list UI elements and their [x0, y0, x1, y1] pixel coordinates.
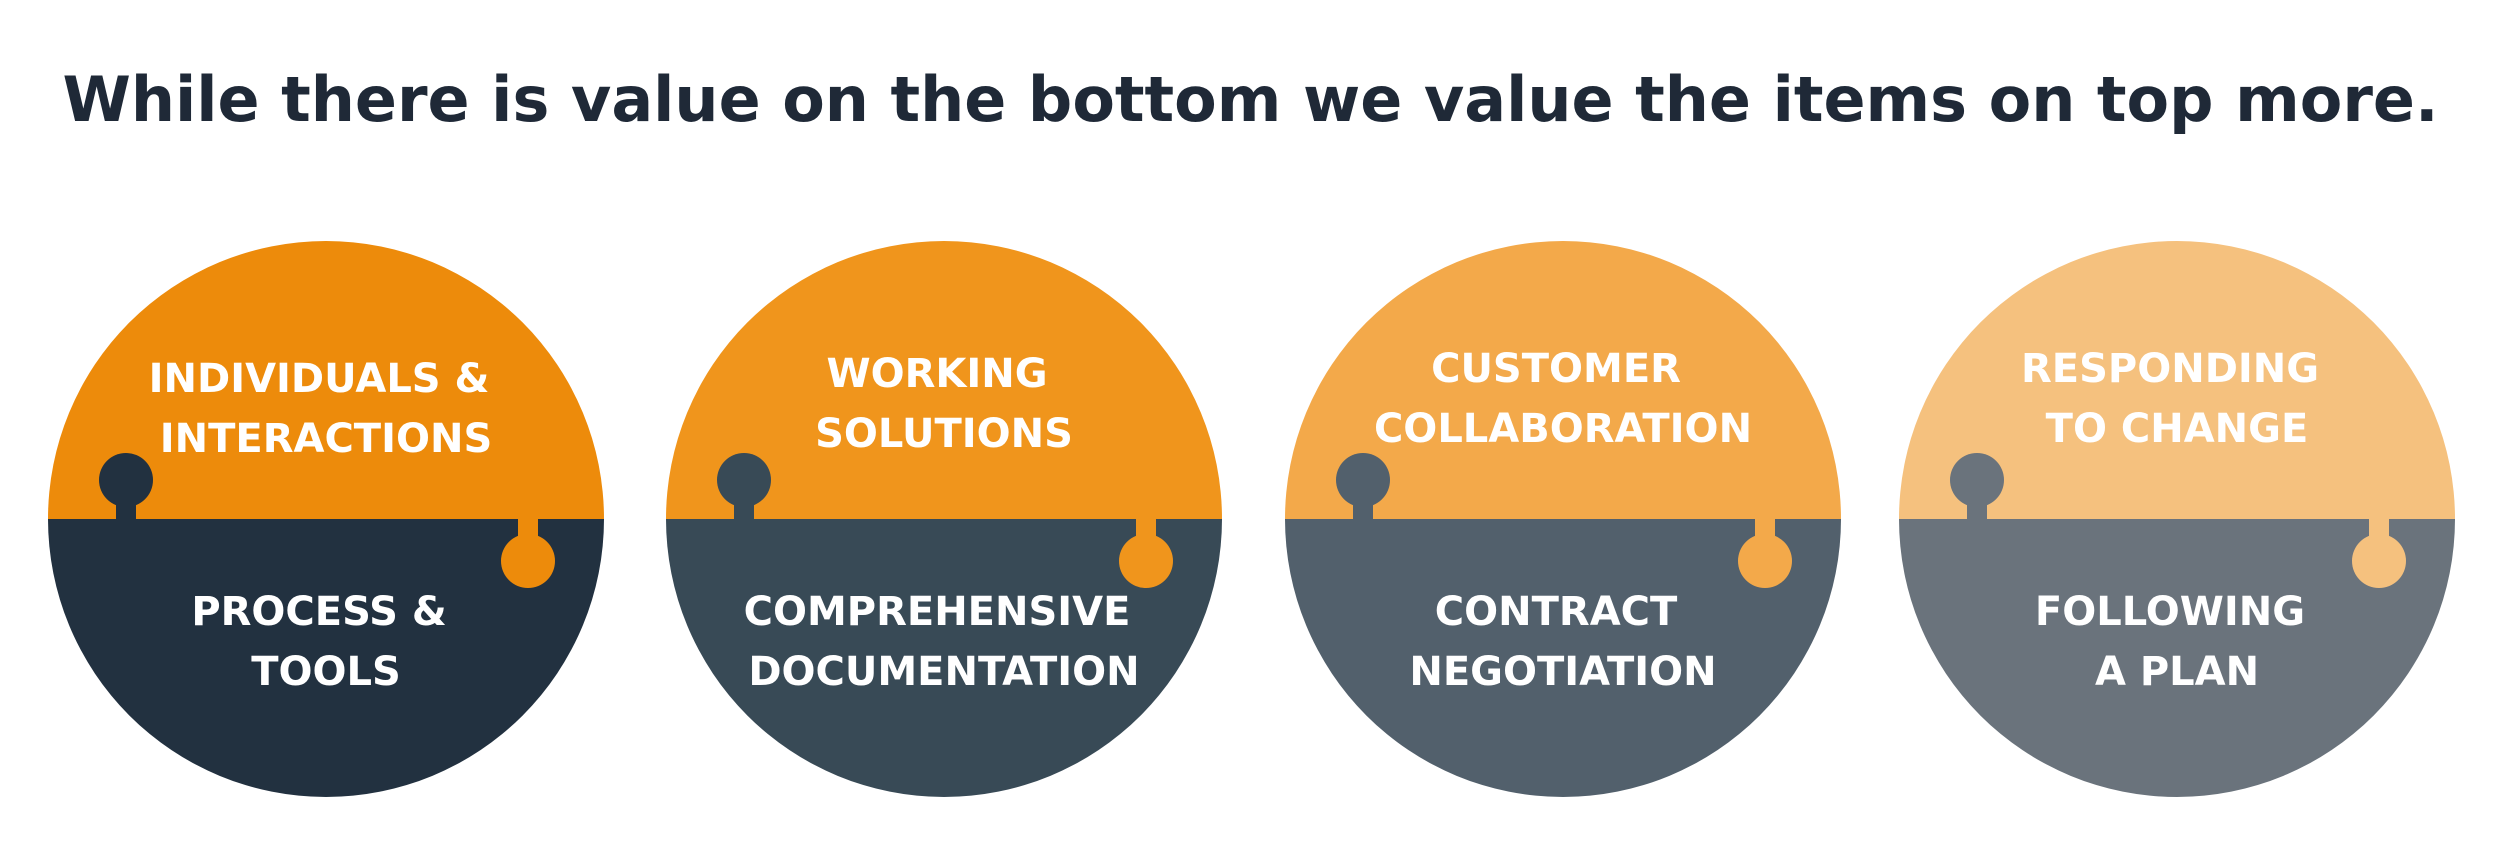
puzzle-tab-down	[1336, 453, 1390, 520]
puzzle-tab-down	[717, 453, 771, 520]
page-title: While there is value on the bottom we va…	[62, 63, 2439, 136]
preferred-label-line: TO CHANGE	[2046, 406, 2309, 452]
preferred-label-line: CUSTOMER	[1431, 346, 1681, 392]
puzzle-tab-up	[1738, 518, 1792, 588]
value-circle: INDIVIDUALS & INTERACTIONS PROCESS & TOO…	[48, 241, 604, 797]
less-preferred-label: FOLLOWING A PLAN	[2035, 589, 2319, 695]
less-preferred-label-line: CONTRACT	[1435, 589, 1678, 635]
puzzle-tab-down	[1950, 453, 2004, 520]
less-preferred-label-line: PROCESS &	[191, 589, 446, 635]
preferred-label-line: RESPONDING	[2021, 346, 2319, 392]
less-preferred-label-line: DOCUMENTATION	[748, 649, 1139, 695]
puzzle-tab-up	[501, 518, 555, 588]
less-preferred-label-line: TOOLS	[251, 649, 401, 695]
preferred-label: WORKING SOLUTIONS	[815, 351, 1073, 457]
puzzle-tab-up	[2352, 518, 2406, 588]
less-preferred-label-line: NEGOTIATION	[1409, 649, 1716, 695]
less-preferred-label-line: FOLLOWING	[2035, 589, 2305, 635]
preferred-label-line: SOLUTIONS	[815, 411, 1073, 457]
value-circle: WORKING SOLUTIONS COMPREHENSIVE DOCUMENT…	[666, 241, 1222, 797]
puzzle-tab-down	[99, 453, 153, 520]
preferred-label: INDIVIDUALS & INTERACTIONS	[149, 356, 504, 462]
value-circle: RESPONDING TO CHANGE FOLLOWING A PLAN	[1899, 241, 2455, 797]
less-preferred-label: PROCESS & TOOLS	[191, 589, 460, 695]
puzzle-tab-up	[1119, 518, 1173, 588]
preferred-label-line: COLLABORATION	[1374, 406, 1752, 452]
preferred-label-line: WORKING	[826, 351, 1047, 397]
preferred-label: CUSTOMER COLLABORATION	[1374, 346, 1752, 452]
less-preferred-label-line: A PLAN	[2095, 649, 2259, 695]
preferred-label: RESPONDING TO CHANGE	[2021, 346, 2333, 452]
less-preferred-label: CONTRACT NEGOTIATION	[1409, 589, 1716, 695]
value-circle: CUSTOMER COLLABORATION CONTRACT NEGOTIAT…	[1285, 241, 1841, 797]
preferred-label-line: INTERACTIONS	[160, 416, 493, 462]
less-preferred-label: COMPREHENSIVE DOCUMENTATION	[744, 589, 1145, 695]
preferred-label-line: INDIVIDUALS &	[149, 356, 490, 402]
less-preferred-label-line: COMPREHENSIVE	[744, 589, 1131, 635]
